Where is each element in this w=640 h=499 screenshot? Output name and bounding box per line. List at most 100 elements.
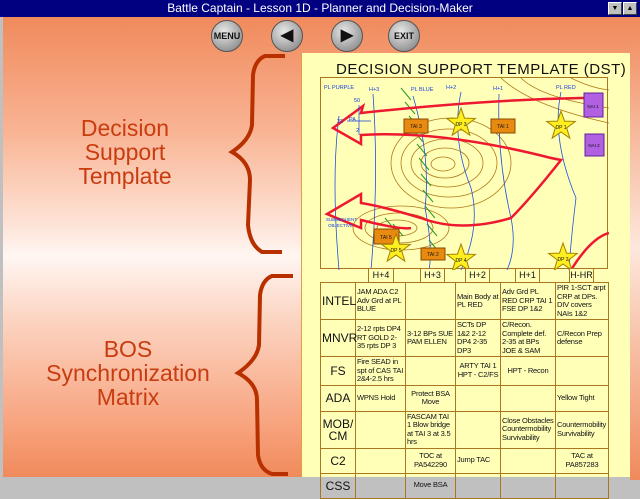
pl-red-label: PL RED: [556, 85, 576, 91]
matrix-row-label: MNVR: [320, 319, 357, 357]
matrix-row-label: ADA: [320, 384, 356, 412]
nai-label: NAI 1: [587, 104, 599, 109]
matrix-cell: Protect BSA Move: [405, 384, 456, 412]
exit-button[interactable]: EXIT: [388, 20, 420, 52]
dp-label: DP 3: [455, 122, 466, 128]
time-header: H-HR: [569, 268, 594, 283]
brace-bos: [234, 274, 293, 476]
tai-label: TAI 2: [427, 252, 439, 258]
matrix-cell: Yellow Tight: [555, 384, 609, 412]
matrix-cell: [555, 472, 609, 499]
matrix-cell: Jump TAC: [455, 447, 501, 474]
matrix-row: CSS Move BSA: [320, 472, 609, 499]
time-header: H+2: [465, 268, 490, 283]
right-edge: [630, 17, 640, 480]
dst-map: PL PURPLE H+3 PL BLUE H+2 H+1 PL RED PA …: [320, 77, 610, 273]
matrix-cell: JAM ADA C2 Adv Grd at PL BLUE: [355, 282, 406, 320]
objective-label: PA: [349, 117, 356, 123]
matrix-cell: Move BSA: [405, 472, 456, 499]
star-icon: [380, 232, 412, 263]
bos-side-label: BOS Synchronization Matrix: [18, 337, 238, 409]
tai-1-box: TAI 1: [490, 118, 516, 134]
bos-label-line: BOS: [103, 336, 153, 362]
decision-point-dp5: DP 5: [380, 232, 412, 263]
star-icon: [445, 242, 477, 273]
title-bar: Battle Captain - Lesson 1D - Planner and…: [0, 0, 640, 17]
matrix-cell: [455, 384, 501, 412]
matrix-cell: 2-12 rpts DP4 RT GOLD 2-35 rpts DP 3: [355, 319, 406, 357]
matrix-cell: PIR 1-SCT arpt CRP at DPs. DIV covers NA…: [555, 282, 609, 320]
matrix-cell: Fire SEAD in spt of CAS TAI 2&4-2.5 hrs: [355, 356, 406, 386]
decision-point-dp1: DP 1: [545, 109, 577, 140]
pl-purple-label: PL PURPLE: [324, 85, 354, 91]
matrix-cell: [355, 472, 406, 499]
map-labels: PL PURPLE H+3 PL BLUE H+2 H+1 PL RED PA …: [324, 85, 576, 228]
forward-button[interactable]: ▶: [331, 20, 363, 52]
matrix-cell: [355, 410, 406, 449]
matrix-cell: SCTs DP 1&2 2-12 DP4 2-35 DP3: [455, 319, 501, 357]
dst-side-label: Decision Support Template: [15, 116, 235, 188]
matrix-row-label: CSS: [320, 472, 356, 499]
h1-label: H+1: [493, 86, 503, 92]
menu-button[interactable]: MENU: [211, 20, 243, 52]
matrix-cell: [455, 410, 501, 449]
dst-label-line: Template: [78, 163, 172, 189]
matrix-cell: Countermobility Survivability: [555, 410, 609, 449]
objective2-label: OBJECTIVE: [328, 223, 353, 228]
bos-label-line: Matrix: [96, 384, 160, 410]
matrix-cell: C/Recon Prep defense: [555, 319, 609, 357]
brace-dst: [228, 54, 285, 254]
decision-point-dp2: DP 2: [547, 241, 579, 272]
matrix-cell: [405, 282, 456, 320]
decision-point-dp4: DP 4: [445, 242, 477, 273]
decision-point-dp3: DP 3: [445, 106, 477, 137]
maximize-button[interactable]: ▲: [623, 2, 637, 15]
objective-crosshair: [347, 105, 371, 135]
dst-label-line: Decision: [80, 115, 170, 141]
tai-5-box: TAI 5: [373, 228, 400, 245]
matrix-cell: FASCAM TAI 1 Blow bridge at TAI 3 at 3.5…: [405, 410, 456, 449]
nai-1-box: NAI 1: [583, 92, 604, 118]
matrix-cell: ARTY TAI 1 HPT - C2/FS: [455, 356, 501, 386]
back-button[interactable]: ◀: [271, 20, 303, 52]
tai-label: TAI 1: [497, 124, 509, 130]
matrix-cell: [500, 447, 556, 474]
matrix-cell: WPNS Hold: [355, 384, 406, 412]
matrix-cell: [500, 472, 556, 499]
matrix-cell: Adv Grd PL RED CRP TAI 1 FSE DP 1&2: [500, 282, 556, 320]
pl-blue-label: PL BLUE: [411, 87, 434, 93]
matrix-cell: [455, 472, 501, 499]
star-icon: [547, 241, 579, 272]
matrix-cell: Main Body at PL RED: [455, 282, 501, 320]
tai-label: TAI 5: [380, 235, 392, 241]
matrix-cell: TOC at PA542290: [405, 447, 456, 474]
grid-label: 2: [356, 128, 359, 134]
tai-2-box: TAI 2: [420, 247, 446, 261]
time-header: H+1: [515, 268, 540, 283]
matrix-cell: [555, 356, 609, 386]
matrix-cell: [405, 356, 456, 386]
tai-3-box: TAI 3: [403, 118, 429, 134]
matrix-cell: Close Obstacles Countermobility Survivab…: [500, 410, 556, 449]
dp-label: DP 2: [557, 257, 568, 263]
matrix-row-label: FS: [320, 356, 356, 386]
matrix-cell: [355, 447, 406, 474]
window-title: Battle Captain - Lesson 1D - Planner and…: [167, 1, 473, 15]
matrix-cell: HPT - Recon: [500, 356, 556, 386]
h2-label: H+2: [446, 85, 456, 91]
bos-label-line: Synchronization: [46, 360, 210, 386]
matrix-cell: 3-12 BPs SUE PAM ELLEN: [405, 319, 456, 357]
braces: [228, 54, 293, 476]
matrix-cell: [500, 384, 556, 412]
dp-label: DP 1: [555, 125, 566, 131]
time-header: H+4: [368, 268, 394, 283]
minimize-button[interactable]: ▼: [608, 2, 622, 15]
star-icon: [445, 106, 477, 137]
